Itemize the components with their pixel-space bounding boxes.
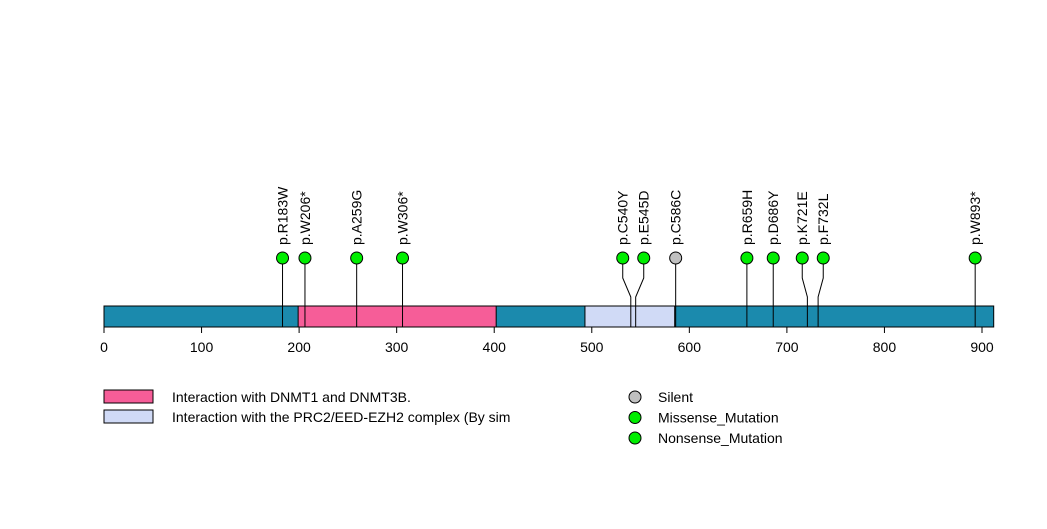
legend-mutation-swatch bbox=[628, 390, 642, 404]
mutation-label: p.K721E bbox=[794, 191, 810, 245]
x-tick-label: 300 bbox=[385, 339, 409, 355]
legend-domain-swatch bbox=[103, 389, 154, 404]
mutation-label: p.D686Y bbox=[765, 190, 781, 245]
lollipop-head-missense-mutation bbox=[795, 251, 809, 265]
lollipop-head-missense-mutation bbox=[276, 251, 290, 265]
x-tick-label: 400 bbox=[483, 339, 507, 355]
lollipop-head-missense-mutation bbox=[766, 251, 780, 265]
legend-mutation-label: Silent bbox=[658, 389, 693, 405]
lollipop-head-missense-mutation bbox=[637, 251, 651, 265]
mutation-label: p.C540Y bbox=[615, 190, 631, 245]
legend-mutation-swatch bbox=[628, 411, 642, 424]
mutation-label: p.C586C bbox=[668, 190, 684, 245]
domain-1 bbox=[297, 305, 497, 328]
mutation-label: p.R659H bbox=[739, 190, 755, 245]
legend-mutation-label: Nonsense_Mutation bbox=[658, 430, 783, 446]
mutation-label: p.W893* bbox=[967, 191, 983, 245]
x-tick-label: 200 bbox=[287, 339, 311, 355]
legend-mutation-swatch bbox=[628, 431, 642, 445]
lollipop-head-nonsense-mutation bbox=[968, 251, 982, 265]
mutation-label: p.A259G bbox=[349, 190, 365, 245]
mutation-label: p.F732L bbox=[815, 193, 831, 245]
x-tick-label: 700 bbox=[775, 339, 799, 355]
legend-mutation-label: Missense_Mutation bbox=[658, 410, 779, 426]
x-tick-label: 600 bbox=[678, 339, 702, 355]
mutation-label: p.W306* bbox=[395, 191, 411, 245]
lollipop-head-nonsense-mutation bbox=[298, 251, 312, 265]
lollipop-head-nonsense-mutation bbox=[396, 251, 410, 265]
x-tick-label: 800 bbox=[873, 339, 897, 355]
mutation-label: p.R183W bbox=[275, 186, 291, 245]
domain-2 bbox=[584, 305, 676, 328]
lollipop-head-silent bbox=[669, 251, 683, 265]
lollipop-stem bbox=[801, 258, 808, 327]
x-tick-label: 100 bbox=[190, 339, 214, 355]
lollipop-head-missense-mutation bbox=[350, 251, 364, 265]
lollipop-head-missense-mutation bbox=[616, 251, 630, 265]
legend-domain-label: Interaction with DNMT1 and DNMT3B. bbox=[172, 389, 411, 405]
mutation-label: p.E545D bbox=[636, 191, 652, 245]
protein-backbone bbox=[103, 305, 995, 328]
mutation-label: p.W206* bbox=[297, 191, 313, 245]
x-tick-label: 0 bbox=[100, 339, 108, 355]
lollipop-stem bbox=[817, 258, 824, 327]
legend-domain-swatch bbox=[103, 409, 154, 424]
lollipop-stem bbox=[635, 258, 645, 327]
legend-domain-label: Interaction with the PRC2/EED-EZH2 compl… bbox=[172, 409, 510, 425]
x-tick-label: 900 bbox=[970, 339, 994, 355]
lollipop-head-missense-mutation bbox=[740, 251, 754, 265]
x-tick-label: 500 bbox=[580, 339, 604, 355]
lollipop-stem bbox=[622, 258, 632, 327]
lollipop-head-missense-mutation bbox=[816, 251, 830, 265]
